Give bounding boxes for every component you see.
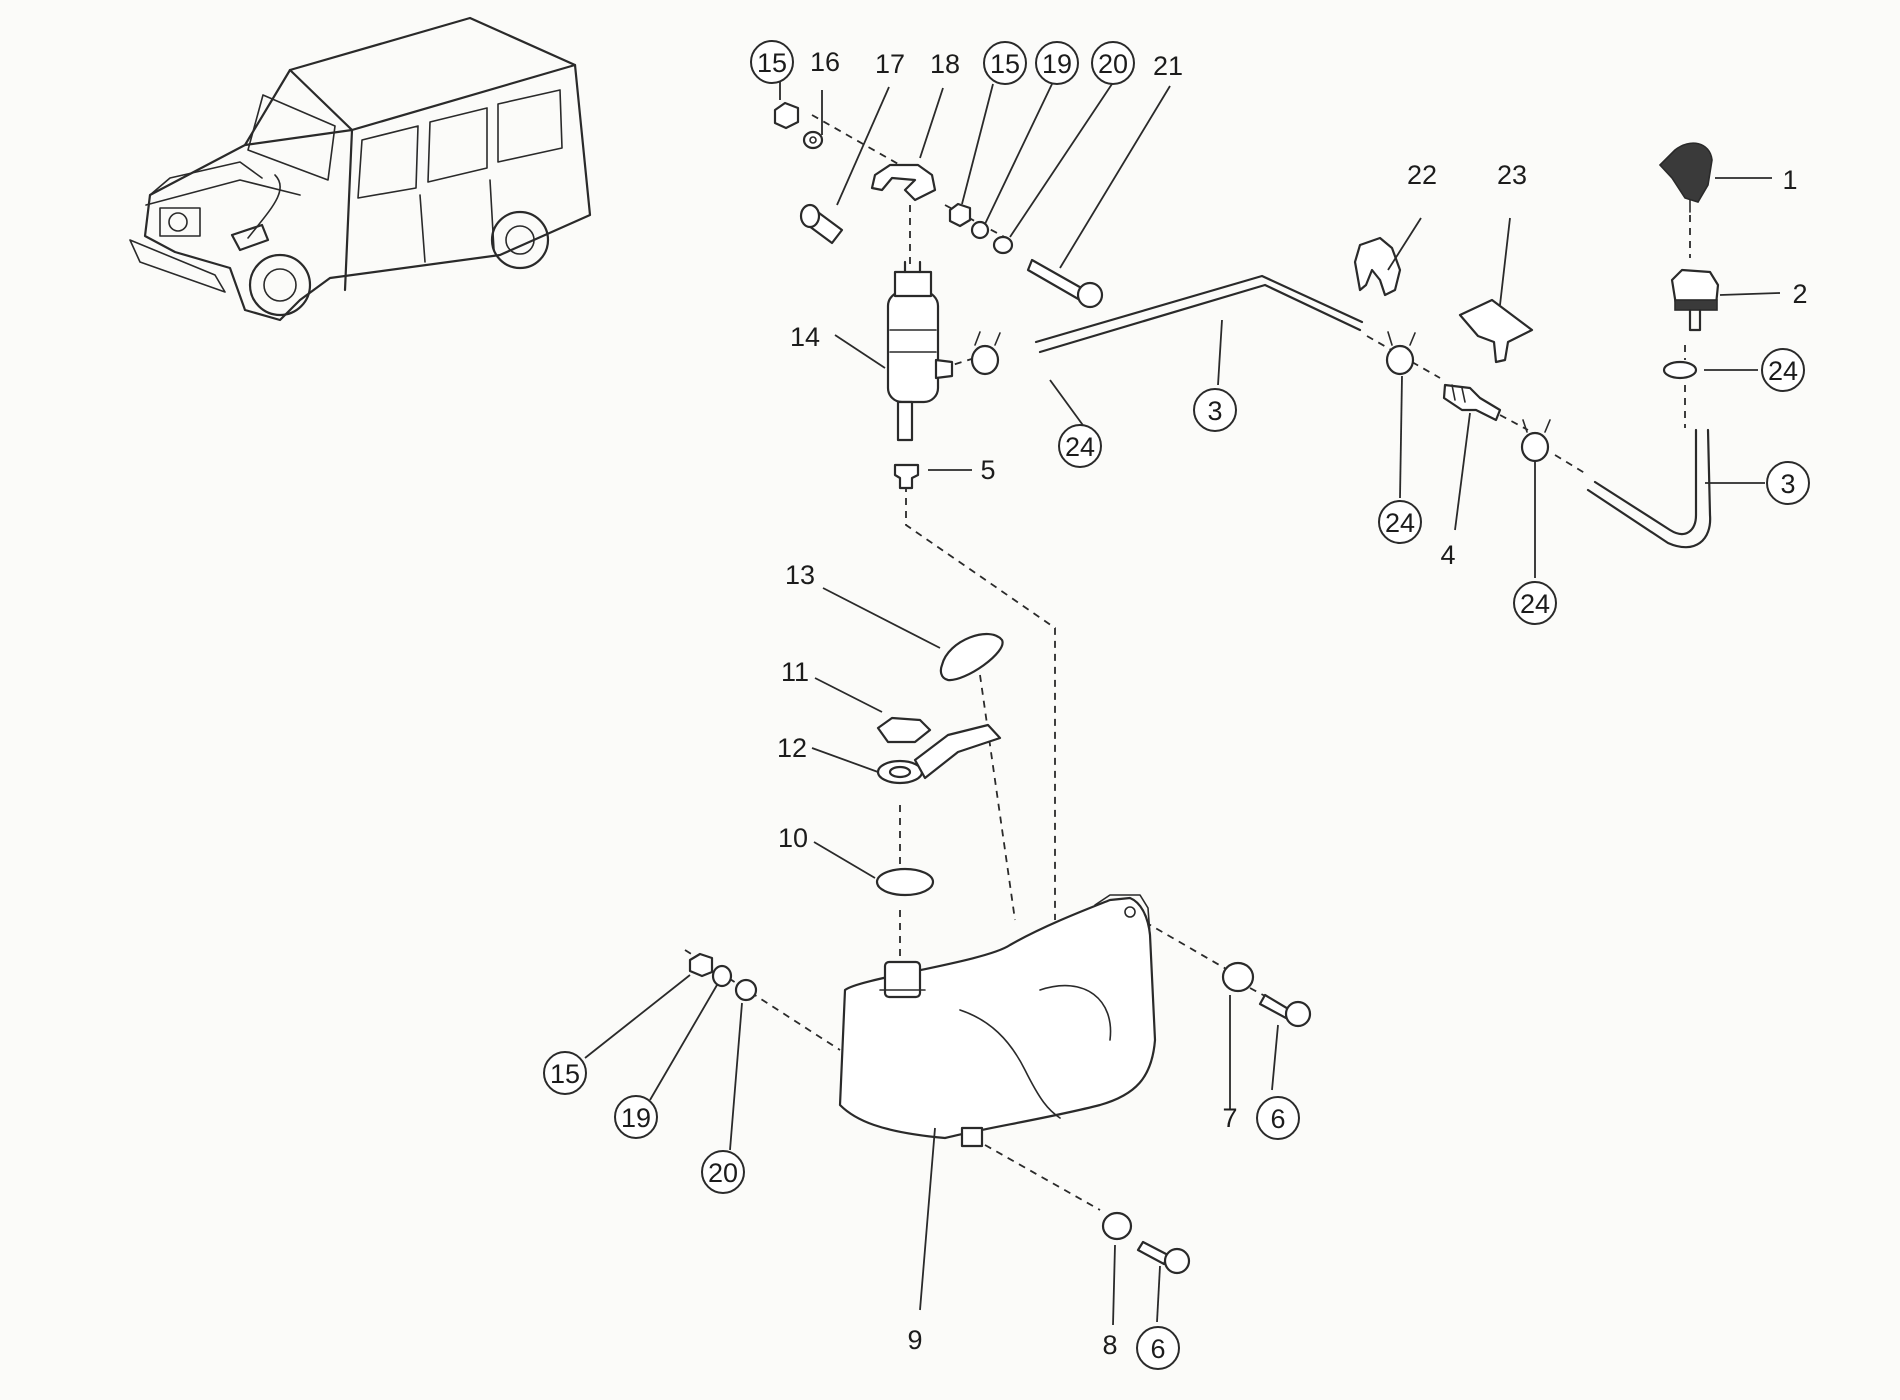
hose-right [1593,428,1698,536]
callout-6-circle [1256,1096,1300,1140]
callouts: 1 2 3 3 4 5 6 6 7 8 9 10 11 12 13 14 15 … [543,40,1810,1370]
nut [773,101,800,130]
bolt [1026,258,1104,309]
washer [711,964,733,988]
callout-19: 19 [1042,49,1072,79]
callout-18: 18 [930,49,960,79]
hose-clamp [1662,360,1698,380]
washer-nozzle [1658,142,1713,213]
callout-24: 24 [1520,589,1550,619]
t-connector [1442,383,1502,422]
nut [948,202,972,228]
callout-24: 24 [1768,356,1798,386]
callout-1: 1 [1782,165,1797,195]
callout-20: 20 [1098,49,1128,79]
callout-15: 15 [757,48,787,78]
callout-21: 21 [1153,51,1183,81]
callout-13: 13 [785,560,815,590]
washer [970,220,990,240]
rubber-sleeve [799,203,844,245]
callout-6: 6 [1150,1334,1165,1364]
washer [1101,1211,1133,1241]
callout-24-circle [1058,424,1102,468]
callout-24-circle [1378,500,1422,544]
callout-19-circle [1035,41,1079,85]
callout-11: 11 [781,657,809,687]
callout-5: 5 [980,455,995,485]
callout-20-circle [701,1150,745,1194]
callout-12: 12 [777,733,807,763]
seal-ring [939,632,1004,682]
bolt [1136,1240,1191,1275]
hose-clamp [1520,431,1550,463]
washer [1221,961,1255,993]
callout-24-circle [1513,581,1557,625]
washer [734,978,758,1002]
callout-3: 3 [1780,469,1795,499]
callout-8: 8 [1102,1330,1117,1360]
hose-clamp [970,344,1000,376]
leader-lines [584,80,1781,1326]
parts [688,101,1720,1275]
callout-15-circle [983,41,1027,85]
washer-pump [886,260,954,442]
callout-17: 17 [875,49,905,79]
callout-24-circle [1761,348,1805,392]
callout-4: 4 [1440,540,1455,570]
callout-16: 16 [810,47,840,77]
callout-3-circle [1766,461,1810,505]
callout-15-circle [750,40,794,84]
vehicle-illustration [129,16,592,322]
callout-2: 2 [1792,279,1807,309]
washer-reservoir [838,894,1157,1148]
nut [688,952,714,978]
clip [1353,236,1402,297]
bracket [1458,298,1534,364]
callout-15: 15 [550,1059,580,1089]
mounting-strap [870,163,937,202]
callout-6-circle [1136,1326,1180,1370]
grommet [893,463,920,490]
washer [802,130,824,150]
callout-20-circle [1091,41,1135,85]
callout-22: 22 [1407,160,1437,190]
callout-3-circle [1193,388,1237,432]
bolt [1258,993,1312,1028]
hose-upper [1038,283,1362,354]
callout-24: 24 [1065,432,1095,462]
callout-10: 10 [778,823,808,853]
washer [992,235,1014,255]
hose-clamp [1385,344,1415,376]
callout-19: 19 [621,1103,651,1133]
callout-19-circle [614,1095,658,1139]
hex-nut [876,716,932,744]
callout-15: 15 [990,49,1020,79]
flat-washer [875,867,935,897]
callout-20: 20 [708,1158,738,1188]
callout-23: 23 [1497,160,1527,190]
callout-15-circle [543,1051,587,1095]
callout-6: 6 [1270,1104,1285,1134]
callout-14: 14 [790,322,820,352]
check-valve [1670,268,1720,332]
callout-3: 3 [1207,396,1222,426]
callout-7: 7 [1222,1103,1237,1133]
callout-9: 9 [907,1325,922,1355]
ground-tab [876,723,1002,785]
assembly-lines [684,114,1691,1211]
callout-24: 24 [1385,508,1415,538]
